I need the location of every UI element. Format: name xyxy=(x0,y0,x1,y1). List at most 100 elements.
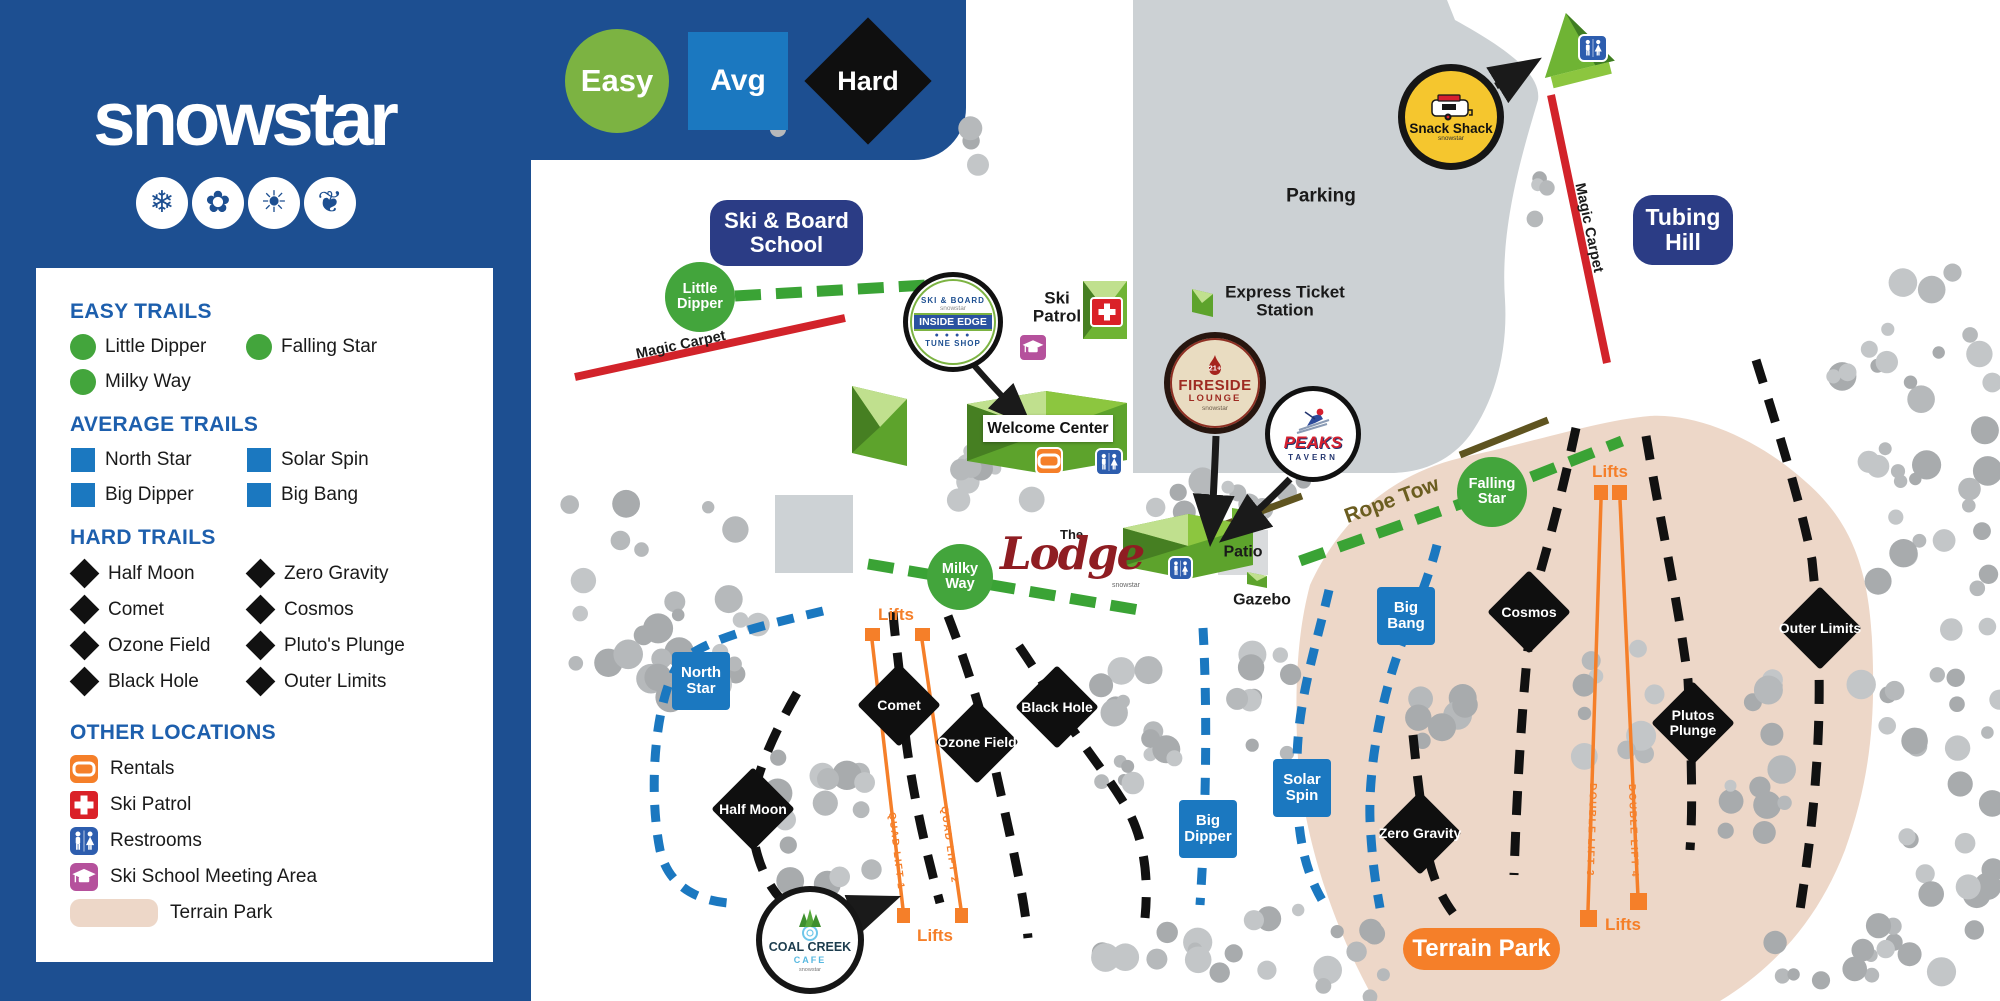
legend-item: Milky Way xyxy=(70,369,246,395)
trail-marker-solar-spin: Solar Spin xyxy=(1273,759,1331,817)
restrooms-icon xyxy=(1095,448,1123,476)
average-square-icon xyxy=(247,483,271,507)
legend-item: Outer Limits xyxy=(245,666,493,697)
average-square-icon xyxy=(71,448,95,472)
easy-circle-icon xyxy=(246,334,272,360)
difficulty-badge-avg: Avg xyxy=(688,32,788,130)
ski-school-meeting-icon xyxy=(1018,333,1048,362)
hard-diamond-icon xyxy=(245,666,276,697)
patio-label: Patio xyxy=(1223,543,1263,561)
lifts-label: Lifts xyxy=(1592,461,1628,481)
trail-marker-little-dipper: Little Dipper xyxy=(665,262,735,332)
legend-item: Terrain Park xyxy=(70,899,493,927)
hard-diamond-icon xyxy=(245,630,276,661)
fireside-lounge-badge: 21+ FIRESIDE LOUNGE snowstar xyxy=(1164,332,1266,434)
trees-log-icon xyxy=(799,909,821,942)
rentals-goggles-icon xyxy=(1035,447,1063,475)
restrooms-icon xyxy=(1168,556,1193,581)
ski-patrol-cross-icon xyxy=(70,791,98,819)
easy-circle-icon xyxy=(70,369,96,395)
the-lodge-logo: The Lodge snowstar xyxy=(1000,527,1145,589)
ski-school-label: Ski & Board School xyxy=(710,200,863,266)
legend-panel: EASY TRAILS Little Dipper Falling Star M… xyxy=(36,268,493,962)
legend-item: Pluto's Plunge xyxy=(245,630,493,661)
hard-diamond-icon xyxy=(69,594,100,625)
lift-terminals xyxy=(865,485,1647,927)
legend-item: Falling Star xyxy=(246,334,493,360)
parking-label: Parking xyxy=(1286,185,1356,207)
magic-carpet-line-left xyxy=(574,314,846,381)
legend-item: Black Hole xyxy=(69,666,246,697)
legend-item: Restrooms xyxy=(70,827,493,855)
gazebo-label: Gazebo xyxy=(1233,591,1291,609)
terrain-park-label: Terrain Park xyxy=(1403,928,1560,970)
leaf-icon: ✿ xyxy=(192,177,244,229)
trail-marker-zero-gravity: Zero Gravity xyxy=(1376,789,1464,877)
trail-marker-half-moon: Half Moon xyxy=(709,765,797,853)
trail-marker-north-star: North Star xyxy=(672,652,730,710)
difficulty-badge-easy: Easy xyxy=(565,29,669,133)
sun-icon: ☀ xyxy=(248,177,300,229)
school-building xyxy=(852,386,907,466)
hard-diamond-icon xyxy=(69,630,100,661)
legend-item: Zero Gravity xyxy=(245,558,493,589)
legend-item: Big Bang xyxy=(246,482,493,508)
magic-carpet-line-right xyxy=(1547,94,1611,364)
legend-item: Solar Spin xyxy=(246,447,493,473)
express-ticket-kiosk xyxy=(1192,289,1213,317)
hard-diamond-icon xyxy=(69,558,100,589)
lifts-label: Lifts xyxy=(878,604,914,624)
trail-marker-outer-limits: Outer Limits xyxy=(1776,584,1864,672)
hard-diamond-icon xyxy=(245,558,276,589)
average-square-icon xyxy=(247,448,271,472)
legend-average-title: AVERAGE TRAILS xyxy=(70,413,259,436)
hard-diamond-icon xyxy=(69,666,100,697)
easy-circle-icon xyxy=(70,334,96,360)
ski-patrol-label: Ski Patrol xyxy=(1032,288,1082,326)
peaks-tavern-badge: PEAKS TAVERN xyxy=(1265,386,1361,482)
legend-item: Little Dipper xyxy=(70,334,246,360)
snack-shack-badge: Snack Shack snowstar xyxy=(1398,64,1504,170)
express-ticket-label: Express Ticket Station xyxy=(1225,282,1345,320)
trail-marker-comet: Comet xyxy=(855,661,943,749)
ski-school-cap-icon xyxy=(70,863,98,891)
snowflake-icon: ❄ xyxy=(136,177,188,229)
legend-item: Cosmos xyxy=(245,594,493,625)
flame-icon: 21+ xyxy=(1202,354,1228,378)
maple-leaf-icon: ❦ xyxy=(304,177,356,229)
terrain-park-swatch xyxy=(70,899,158,927)
skier-icon xyxy=(1296,408,1330,434)
inside-edge-badge: SKI & BOARD snowstar INSIDE EDGE ● ● ● ●… xyxy=(903,272,1003,372)
tubing-hill-label: Tubing Hill xyxy=(1633,195,1733,265)
trail-marker-big-bang: Big Bang xyxy=(1377,587,1435,645)
trail-marker-cosmos: Cosmos xyxy=(1485,568,1573,656)
welcome-center-banner: Welcome Center xyxy=(983,415,1113,442)
easy-trails xyxy=(734,276,1625,617)
legend-other-title: OTHER LOCATIONS xyxy=(70,721,276,744)
average-square-icon xyxy=(71,483,95,507)
legend-item: Rentals xyxy=(70,755,493,783)
hard-diamond-icon xyxy=(245,594,276,625)
difficulty-badge-hard: Hard xyxy=(798,11,938,151)
trail-marker-plutos-plunge: Plutos Plunge xyxy=(1649,679,1737,767)
legend-easy-title: EASY TRAILS xyxy=(70,300,212,323)
rentals-goggles-icon xyxy=(70,755,98,783)
legend-item: Comet xyxy=(69,594,246,625)
trail-marker-milky-way: Milky Way xyxy=(927,544,993,610)
lifts-label: Lifts xyxy=(1605,914,1641,934)
trail-marker-falling-star: Falling Star xyxy=(1457,457,1527,527)
legend-hard-title: HARD TRAILS xyxy=(70,526,216,549)
brand-logo: snowstar xyxy=(93,77,399,162)
legend-item: North Star xyxy=(70,447,246,473)
pointer-arrows xyxy=(844,57,1542,935)
trail-marker-ozone-field: Ozone Field xyxy=(933,698,1021,786)
building-gray xyxy=(775,495,853,573)
season-icons: ❄ ✿ ☀ ❦ xyxy=(136,177,356,229)
legend-item: Ski School Meeting Area xyxy=(70,863,493,891)
legend-item: Ozone Field xyxy=(69,630,246,661)
lifts-label: Lifts xyxy=(917,925,953,945)
legend-item: Ski Patrol xyxy=(70,791,493,819)
food-truck-icon xyxy=(1431,94,1473,121)
coal-creek-cafe-badge: COAL CREEK CAFE snowstar xyxy=(756,886,864,994)
